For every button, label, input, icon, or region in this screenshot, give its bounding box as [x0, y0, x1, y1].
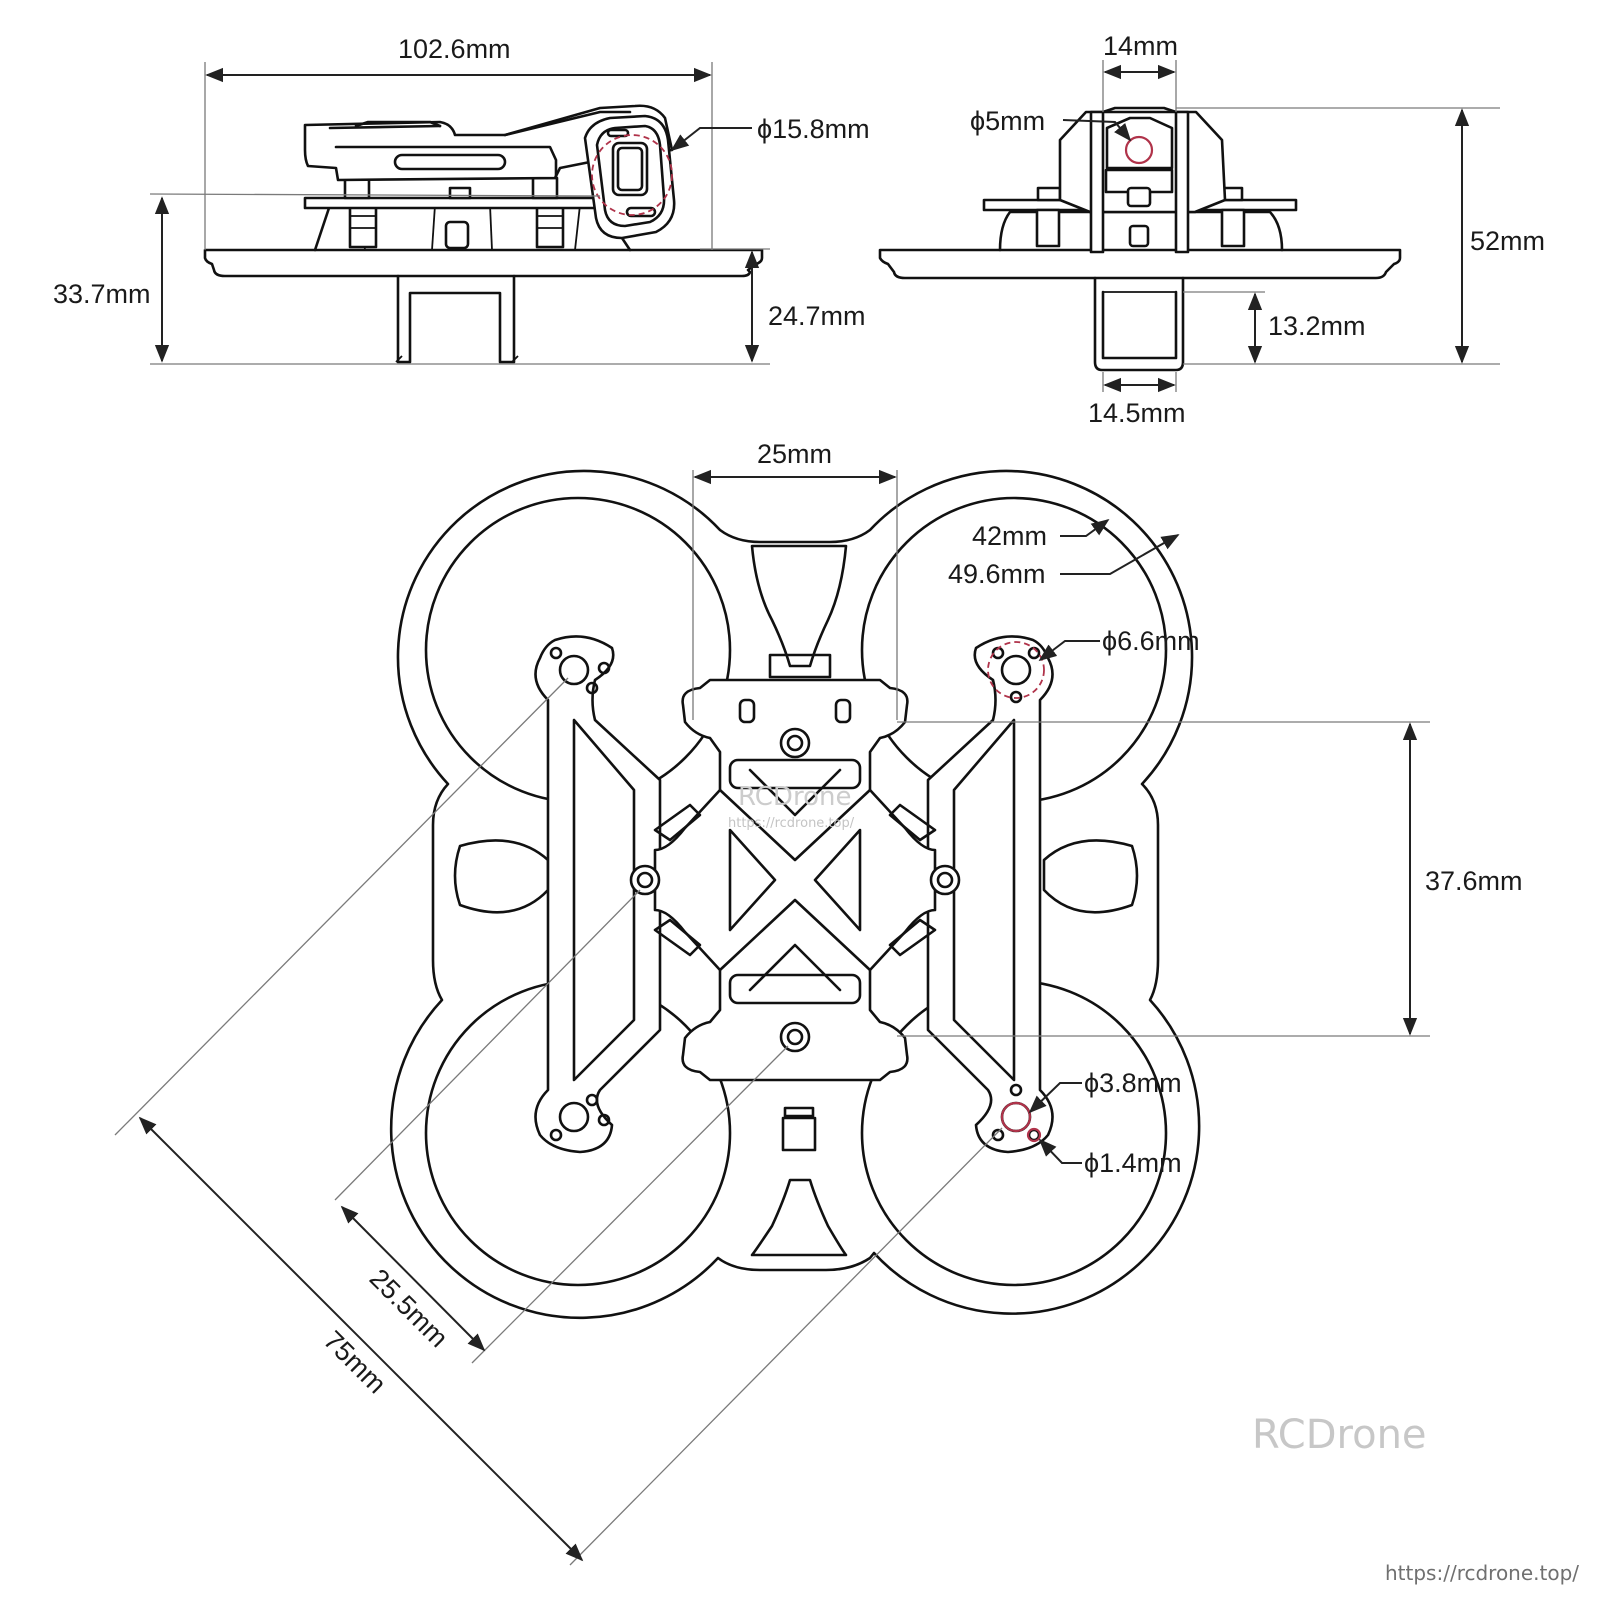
front-bottom-width-label: 14.5mm: [1088, 398, 1186, 428]
front-bottom-height-label: 13.2mm: [1268, 311, 1366, 341]
front-view: [878, 60, 1500, 393]
prop-outer-label: 49.6mm: [948, 559, 1046, 589]
side-duct-label: ϕ15.8mm: [757, 114, 870, 144]
side-total-height-label: 33.7mm: [53, 279, 151, 309]
side-guard-height-label: 24.7mm: [768, 301, 866, 331]
front-total-height-label: 52mm: [1470, 226, 1545, 256]
side-width-label: 102.6mm: [398, 34, 511, 64]
top-width-label: 25mm: [757, 439, 832, 469]
screw-hole-label: ϕ1.4mm: [1084, 1148, 1182, 1178]
prop-inner-label: 42mm: [972, 521, 1047, 551]
motor-hole-label: ϕ3.8mm: [1084, 1068, 1182, 1098]
watermark-brand-large: RCDrone: [1252, 1412, 1427, 1458]
top-view: [114, 469, 1430, 1566]
wheelbase-label: 75mm: [318, 1325, 392, 1399]
spacing-height-label: 37.6mm: [1425, 866, 1523, 896]
front-hole-label: ϕ5mm: [970, 106, 1045, 136]
side-view: [149, 62, 770, 365]
watermark-url-corner: https://rcdrone.top/: [1385, 1561, 1579, 1585]
watermark-url-small: https://rcdrone.top/: [728, 816, 855, 831]
motor-mount-label: ϕ6.6mm: [1102, 626, 1200, 656]
mount-spacing-label: 25.5mm: [364, 1263, 454, 1353]
watermark-brand-small: RCDrone: [738, 782, 851, 812]
front-top-width-label: 14mm: [1103, 31, 1178, 61]
